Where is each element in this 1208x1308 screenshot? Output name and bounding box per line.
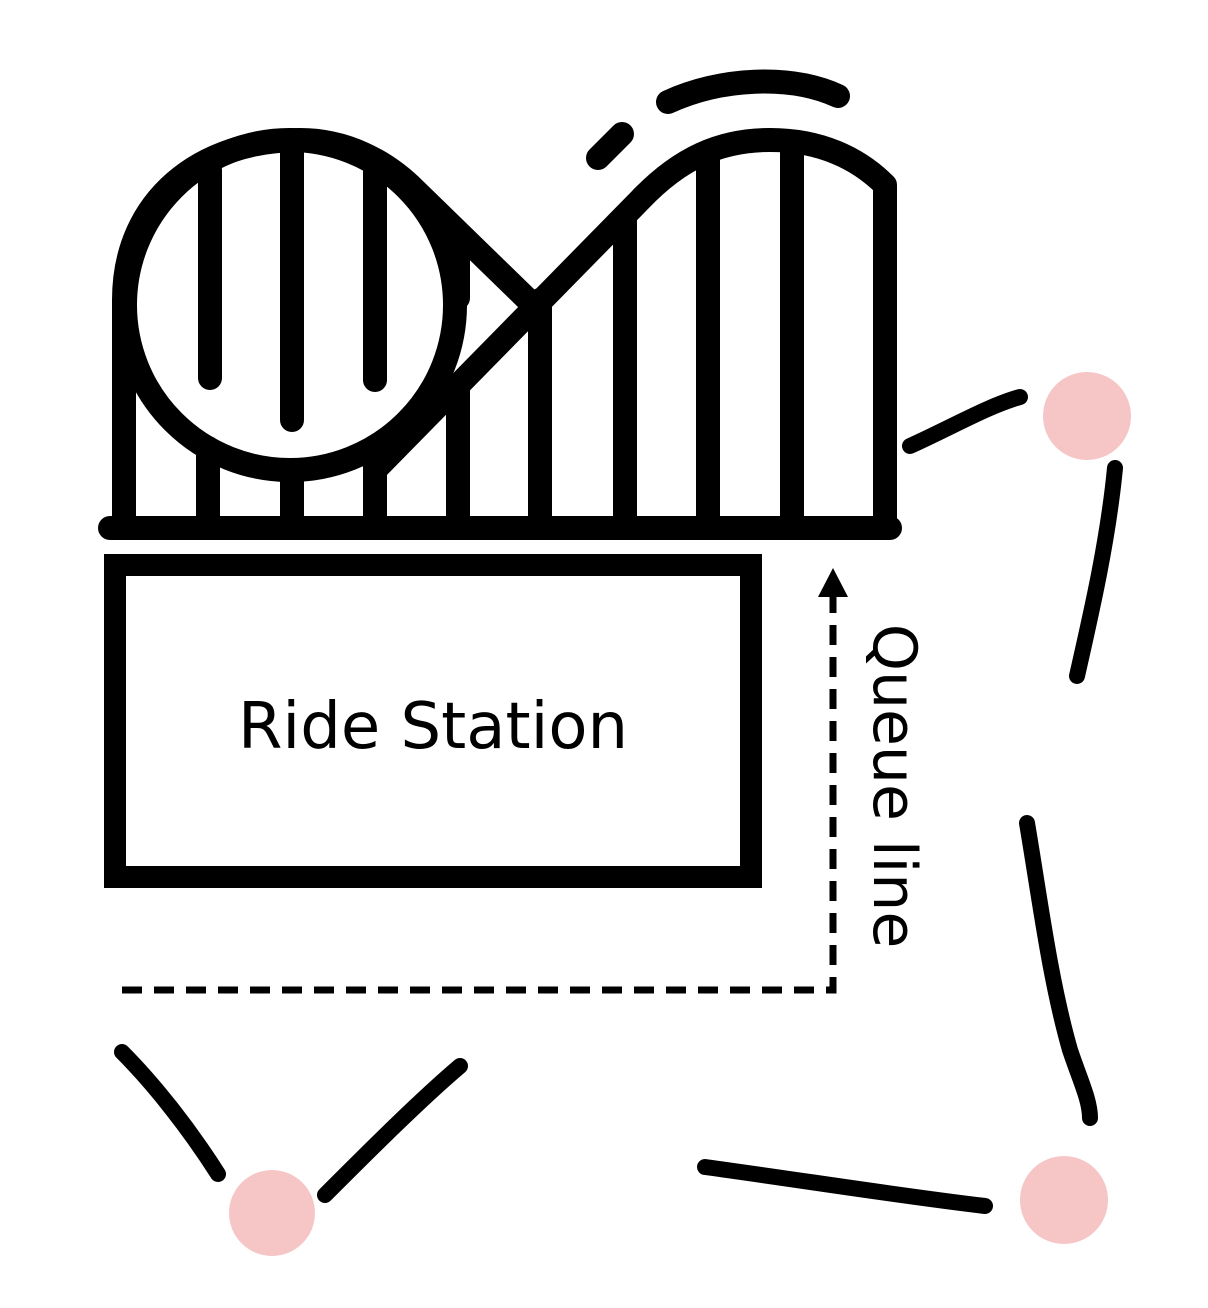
node-circle — [1043, 372, 1131, 460]
node-circle — [1020, 1156, 1108, 1244]
connector-stroke — [1069, 460, 1123, 684]
connector-strokes — [114, 389, 1123, 1214]
queue-line-path — [122, 592, 837, 994]
connector-stroke — [1019, 815, 1098, 1126]
node-circle — [229, 1170, 315, 1256]
motion-line — [586, 122, 634, 170]
ride-station-box — [104, 554, 762, 888]
connector-stroke — [697, 1159, 993, 1214]
roller-coaster-icon — [98, 69, 902, 540]
connector-stroke — [317, 1058, 468, 1203]
ride-station-label: Ride Station — [238, 690, 628, 764]
arrow-up-icon — [818, 568, 848, 597]
queue-line-label: Queue line — [859, 624, 929, 948]
connector-stroke — [114, 1044, 226, 1182]
motion-line — [656, 69, 850, 114]
coaster-hill-track — [363, 128, 897, 532]
nodes — [229, 372, 1131, 1256]
connector-stroke — [902, 389, 1028, 454]
